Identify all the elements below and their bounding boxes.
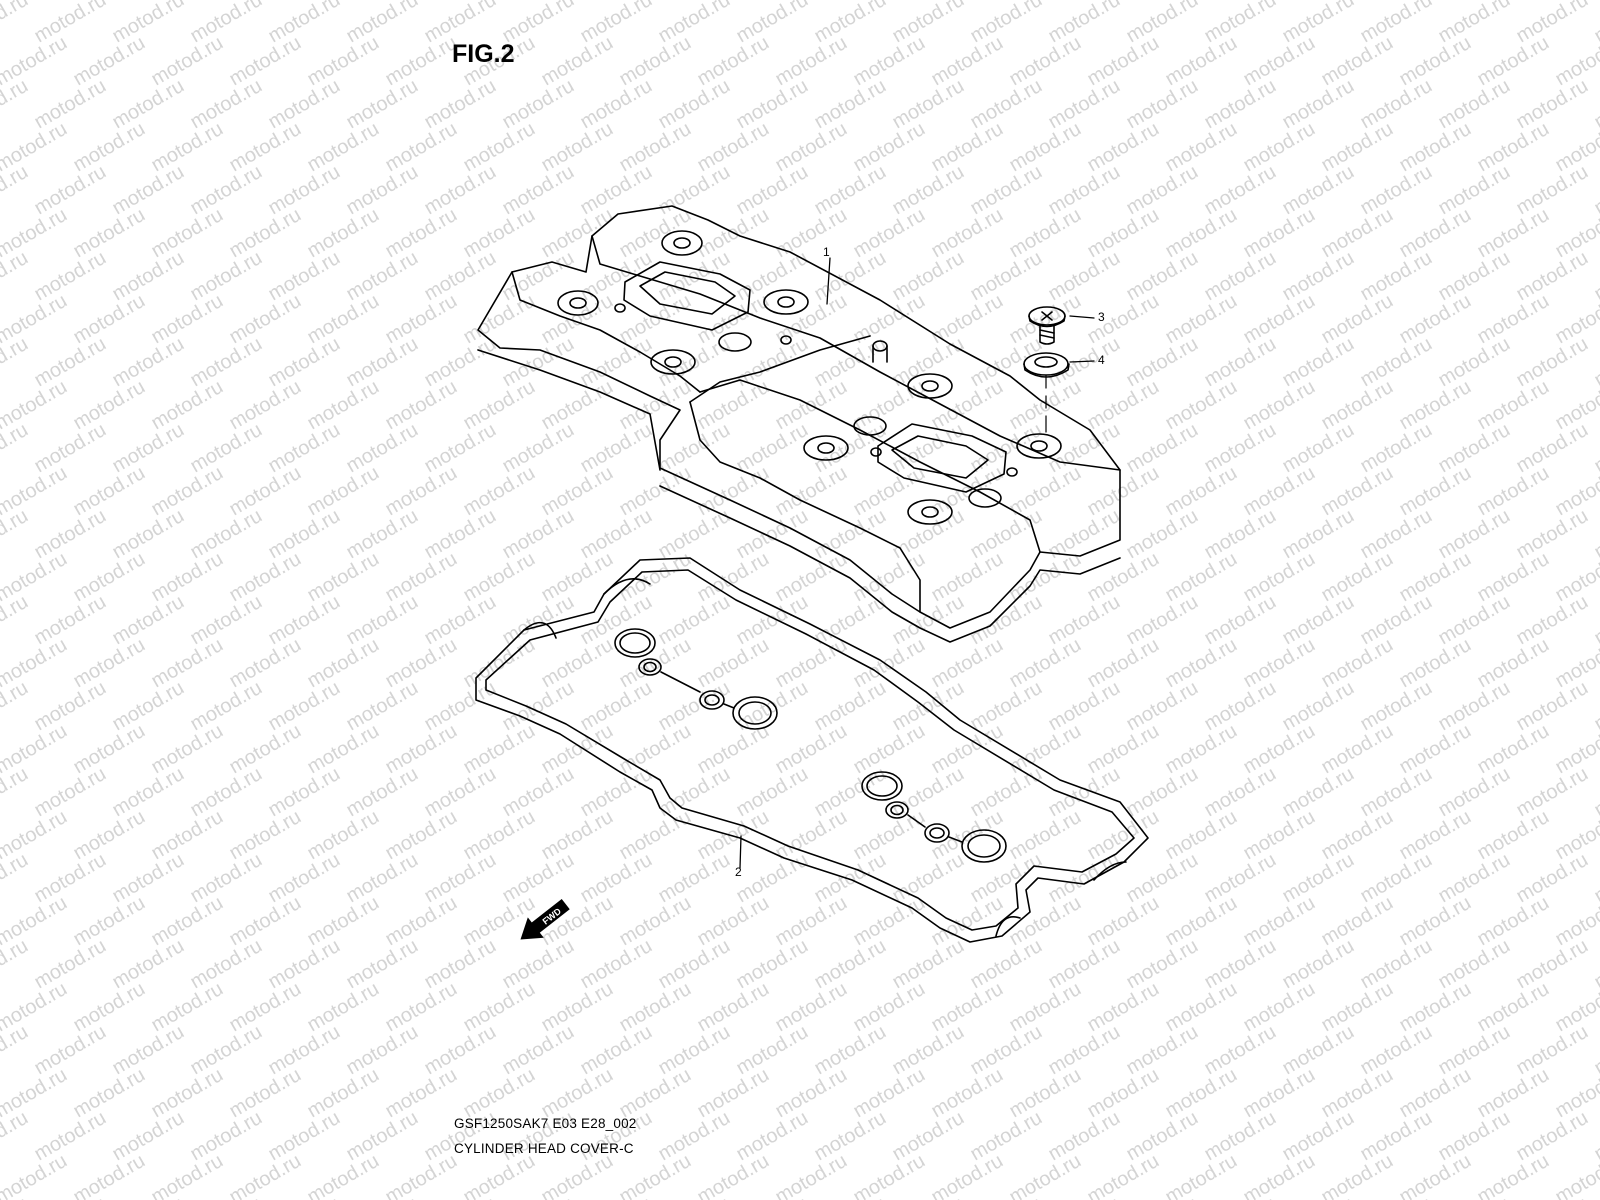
diagram-caption: CYLINDER HEAD COVER-C: [454, 1141, 634, 1156]
callout-4: 4: [1098, 353, 1105, 367]
callout-3: 3: [1098, 310, 1105, 324]
diagram-code: GSF1250SAK7 E03 E28_002: [454, 1116, 637, 1131]
leader-line-3: [1069, 315, 1095, 319]
fwd-arrow-icon: FWD: [520, 899, 570, 940]
cylinder-head-cover: [477, 205, 1121, 643]
leader-line-1: [826, 257, 831, 305]
leader-line-4: [1069, 360, 1095, 363]
leader-line-2: [739, 835, 742, 869]
callout-1: 1: [823, 245, 830, 259]
cover-gasket: [475, 557, 1149, 943]
callout-2: 2: [735, 865, 742, 879]
bolt: [1028, 306, 1066, 345]
figure-title: FIG.2: [452, 40, 515, 68]
washer: [1023, 352, 1070, 378]
